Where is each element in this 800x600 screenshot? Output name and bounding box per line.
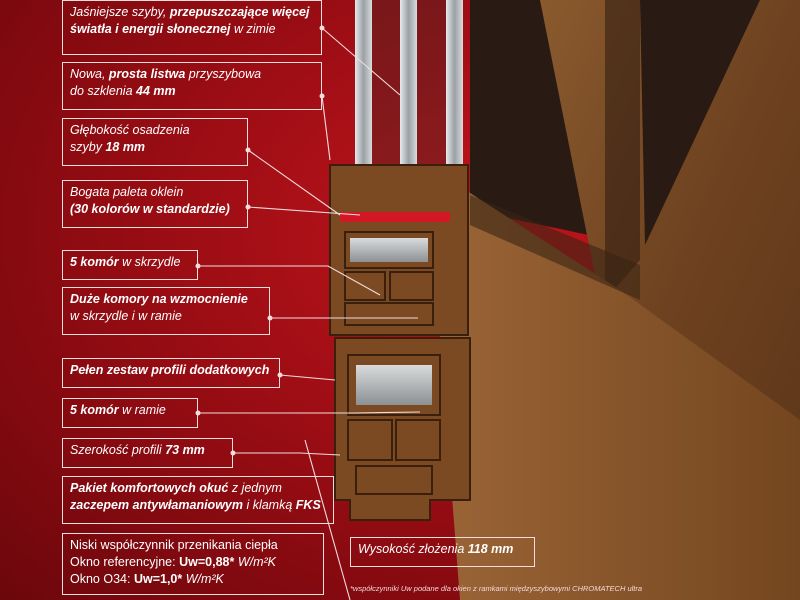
text: do szklenia [70, 84, 137, 98]
text: Bogata paleta oklein [70, 185, 184, 199]
text: Głębokość osadzenia [70, 123, 190, 137]
callout-glass-depth: Głębokość osadzenia szyby 18 mm [62, 118, 248, 166]
glass-pane-2 [400, 0, 417, 205]
frame-chamber-1 [347, 354, 441, 416]
frame-chamber-4 [355, 465, 433, 495]
text-bold: (30 kolorów w standardzie) [70, 202, 230, 216]
text-bold: Pakiet komfortowych okuć [70, 481, 229, 495]
leader-lines [198, 27, 421, 600]
text-bold: 44 mm [136, 84, 176, 98]
text: i klamką [242, 498, 296, 512]
frame-reinforcement [356, 365, 432, 405]
callout-glazing-bead: Nowa, prosta listwa przyszybowa do szkle… [62, 62, 322, 110]
footnote: *współczynniki Uw podane dla okien z ram… [350, 584, 643, 593]
frame-groove [605, 0, 640, 300]
text: szyby [70, 140, 106, 154]
callout-sash-chambers: 5 komór w skrzydle [62, 250, 198, 280]
glass-pane-1 [355, 0, 372, 205]
text: z jednym [228, 481, 282, 495]
glass-pane-3 [446, 0, 463, 205]
text-bold: przepuszczające więcej [169, 5, 310, 19]
callout-reinforcement-chambers: Duże komory na wzmocnienie w skrzydle i … [62, 287, 270, 335]
text-bold: 118 mm [467, 542, 514, 556]
callout-profile-width: Szerokość profili 73 mm [62, 438, 233, 468]
text: w skrzydle i w ramie [70, 309, 182, 323]
callout-veneer-palette: Bogata paleta oklein (30 kolorów w stand… [62, 180, 248, 228]
text: Niski współczynnik przenikania ciepła [70, 538, 278, 552]
glazing-gasket [340, 212, 450, 222]
callout-thermal-coefficient: Niski współczynnik przenikania ciepła Ok… [62, 533, 324, 595]
frame-shadow [470, 195, 640, 300]
text-bold: zaczepem antywłamaniowym [70, 498, 243, 512]
text: Wysokość złożenia [358, 542, 468, 556]
text: Okno referencyjne: [70, 555, 180, 569]
callout-additional-profiles: Pełen zestaw profili dodatkowych [62, 358, 280, 388]
sash-chamber-1 [344, 231, 434, 269]
text-bold: 18 mm [105, 140, 146, 154]
text-bold: światła i energii słonecznej [70, 22, 231, 36]
sash-chamber-4 [344, 302, 434, 326]
text: Szerokość profili [70, 443, 166, 457]
text-bold: prosta listwa [108, 67, 186, 81]
text-bold: 5 komór [70, 403, 119, 417]
frame-horizontal [440, 180, 800, 600]
callout-hardware-package: Pakiet komfortowych okuć z jednym zaczep… [62, 476, 334, 524]
text-bold: 5 komór [70, 255, 119, 269]
callout-frame-chambers: 5 komór w ramie [62, 398, 198, 428]
text: w zimie [230, 22, 276, 36]
text: w ramie [118, 403, 166, 417]
frame-chamber-3 [395, 419, 441, 461]
sash-reinforcement [350, 238, 428, 262]
text: W/m²K [234, 555, 277, 569]
callout-bright-glass: Jaśniejsze szyby, przepuszczające więcej… [62, 0, 322, 55]
sash-chamber-3 [389, 271, 434, 301]
text-bold: Pełen zestaw profili dodatkowych [70, 363, 270, 377]
frame-chamber-2 [347, 419, 393, 461]
callout-installation-height: Wysokość złożenia 118 mm [350, 537, 535, 567]
sash-chamber-2 [344, 271, 386, 301]
text: Jaśniejsze szyby, [70, 5, 170, 19]
text-bold: 73 mm [165, 443, 205, 457]
text: W/m²K [182, 572, 224, 586]
text-bold: Duże komory na wzmocnienie [70, 292, 248, 306]
text-bold: FKS [295, 498, 321, 512]
text-bold: Uw=1,0* [133, 572, 183, 586]
text: w skrzydle [118, 255, 181, 269]
leader-dots [195, 25, 325, 456]
text: Okno O34: [70, 572, 134, 586]
text: Nowa, [70, 67, 109, 81]
text: przyszybowa [185, 67, 262, 81]
text-bold: Uw=0,88* [179, 555, 235, 569]
